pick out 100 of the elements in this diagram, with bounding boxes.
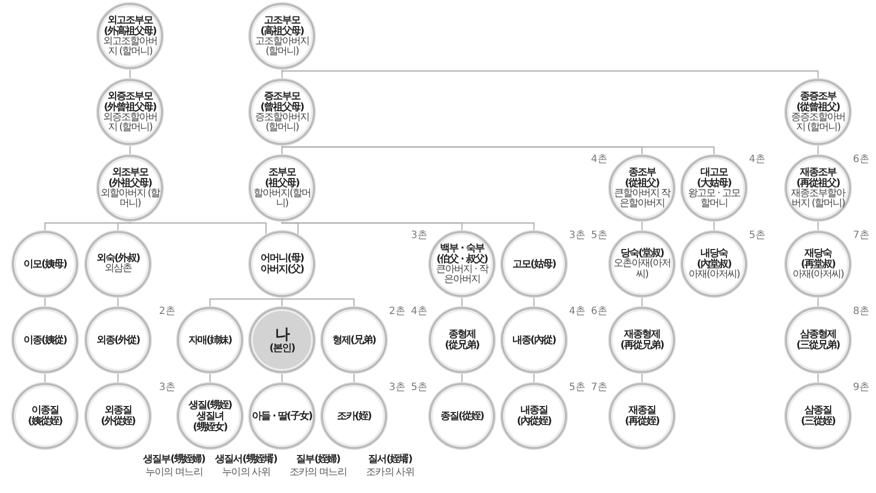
relative-circle <box>501 231 567 297</box>
kinship-term: 대고모 (大姑母) <box>696 166 732 188</box>
relation-term: 생질부(甥姪婦) <box>142 453 206 466</box>
kinship-term: 조카(姪) <box>336 410 372 422</box>
kinship-address: 외증조할아버지 (할머니) <box>102 112 158 134</box>
degree-label: 4촌 <box>569 306 586 317</box>
kinship-term: 형제(兄弟) <box>332 334 376 346</box>
kinship-term: 외종질 (外從姪) <box>100 405 136 427</box>
degree-label: 8촌 <box>853 306 870 317</box>
connector-line <box>44 297 46 307</box>
degree-label: 3촌 <box>569 230 586 241</box>
relative-circle <box>501 307 567 373</box>
relative-circle <box>429 231 495 297</box>
kinship-term: 나 <box>275 326 289 343</box>
connector-line <box>281 373 283 383</box>
kinship-term: 재당숙 (再堂叔) <box>800 248 836 270</box>
relative-circle <box>12 383 78 449</box>
kinship-address: 아재(아저씨) <box>688 270 740 280</box>
relative-circle <box>429 383 495 449</box>
degree-label: 6촌 <box>853 154 870 165</box>
connector-line <box>461 373 463 383</box>
kinship-term: 종질(從姪) <box>440 410 484 422</box>
relative-circle <box>785 79 851 145</box>
kinship-address: 재종조부할아버지 (할머니) <box>790 188 846 210</box>
kinship-term: 이종(姨從) <box>23 334 67 346</box>
relative-circle <box>249 231 315 297</box>
kinship-term: 내당숙 (內堂叔) <box>696 248 732 270</box>
relative-circle <box>177 307 243 373</box>
connector-line <box>533 297 535 307</box>
relative-circle <box>85 383 151 449</box>
kinship-address: 왕고모 · 고모할머니 <box>687 188 742 210</box>
connector-line <box>817 221 819 231</box>
kinship-address: 외할아버지 (할머니) <box>100 188 160 210</box>
relative-circle <box>249 3 315 69</box>
connector-line <box>129 221 267 236</box>
kinship-term: 외증조부모 (外曾祖父母) <box>102 90 158 112</box>
connector-line <box>641 373 643 383</box>
relative-circle <box>785 155 851 221</box>
kinship-address: 큰아버지 · 작은아버지 <box>435 264 490 286</box>
connector-line <box>281 69 283 79</box>
kinship-address: 오촌아재(아저씨) <box>612 259 672 280</box>
kinship-term: 외고조부모 (外高祖父母) <box>102 14 158 36</box>
relative-circle <box>249 79 315 145</box>
relative-circle <box>85 307 151 373</box>
kinship-term: 당숙(堂叔) <box>620 248 664 259</box>
relative-circle <box>681 231 747 297</box>
connector-line <box>281 297 283 307</box>
kinship-term: 이종질 (姨從姪) <box>26 405 64 427</box>
degree-label: 7촌 <box>853 230 870 241</box>
relative-circle <box>97 79 163 145</box>
kinship-term: 외숙(外叔) <box>96 253 140 264</box>
kinship-address: 할아버지(할머니) <box>252 188 312 210</box>
relative-circle <box>249 383 315 449</box>
connector-line <box>209 297 283 307</box>
degree-label: 4촌 <box>591 154 608 165</box>
connector-line <box>209 373 211 383</box>
relation-term: 질부(姪婦) <box>295 453 341 466</box>
relative-circle <box>609 383 675 449</box>
relative-circle <box>609 231 675 297</box>
connector-line <box>281 68 819 79</box>
relation-term: 생질서(甥姪壻) <box>214 453 278 466</box>
connector-line <box>117 297 119 307</box>
connector-line <box>641 297 643 307</box>
degree-label: 6촌 <box>591 306 608 317</box>
connector-line <box>353 373 355 383</box>
connector-line <box>281 220 535 231</box>
relation-note: 조카의 며느리 <box>288 466 348 479</box>
kinship-term: 내종(內從) <box>512 334 556 346</box>
relative-circle <box>177 383 243 449</box>
kinship-address: 외고조할아버지 (할머니) <box>102 36 158 58</box>
degree-label: 3촌 <box>411 230 428 241</box>
kinship-term: 재종조부 (再從祖父) <box>795 166 841 188</box>
kinship-term: 어머니(母) 아버지(父) <box>259 253 305 275</box>
relative-circle <box>681 155 747 221</box>
relation-term: 질서(姪壻) <box>367 453 413 466</box>
degree-label: 5촌 <box>749 230 766 241</box>
relative-circle <box>97 3 163 69</box>
degree-label: 4촌 <box>411 306 428 317</box>
connector-line <box>533 373 535 383</box>
connector-line <box>129 145 131 155</box>
kinship-term: 조부모 (祖父母) <box>264 166 300 188</box>
kinship-term: (본인) <box>269 342 295 354</box>
relative-circle <box>609 307 675 373</box>
relative-circle <box>85 231 151 297</box>
relative-circle <box>249 307 315 373</box>
relative-circle <box>97 155 163 221</box>
connector-line <box>281 145 283 155</box>
relative-circle <box>12 231 78 297</box>
kinship-term: 삼종형제 (三從兄弟) <box>795 329 841 351</box>
kinship-term: 고조부모 (高祖父母) <box>259 14 305 36</box>
kinship-address: 아재(아저씨) <box>792 270 844 280</box>
connector-line <box>281 144 715 155</box>
relation-note: 조카의 사위 <box>365 466 415 479</box>
connector-line <box>129 69 131 79</box>
connector-line <box>817 297 819 307</box>
kinship-term: 재종질 (再從姪) <box>624 405 660 427</box>
relation-note: 누이의 사위 <box>221 466 271 479</box>
relative-circle <box>12 307 78 373</box>
kinship-address: 큰할아버지 작은할아버지 <box>612 188 672 210</box>
kinship-term: 종조부 (從祖父) <box>624 166 660 188</box>
